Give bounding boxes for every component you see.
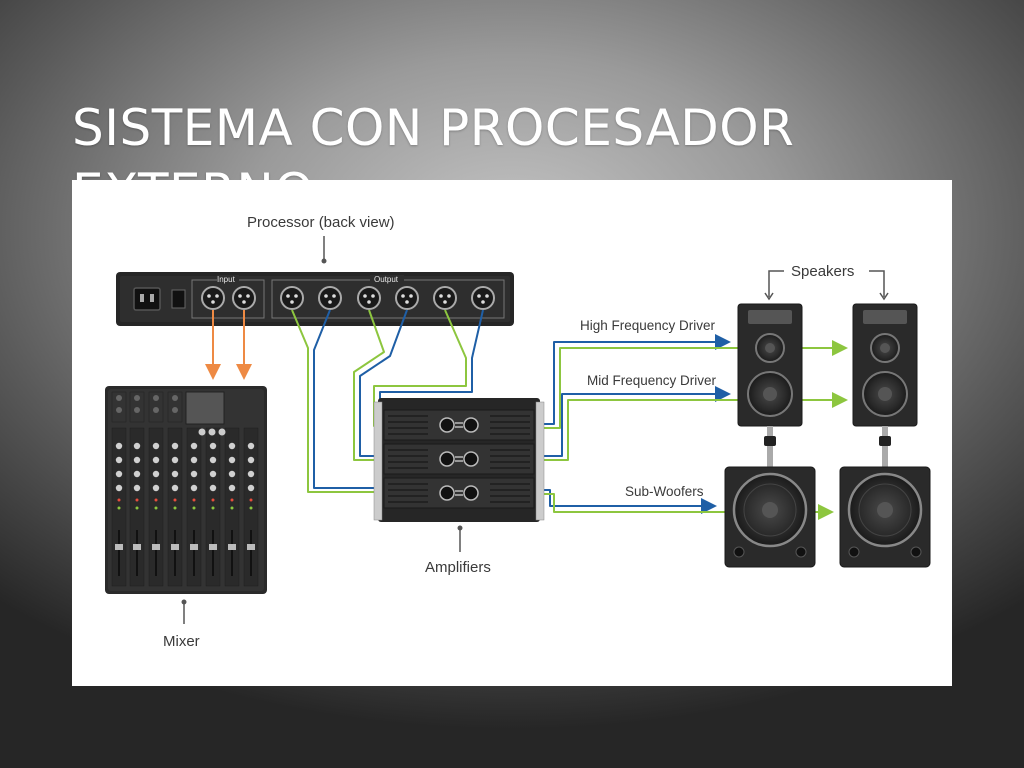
- amp-to-speaker-cables: [540, 334, 848, 520]
- power-inlet-icon: [133, 287, 161, 311]
- subwoofer-left: [724, 466, 816, 568]
- diagram-panel: Processor (back view) Speakers High Freq…: [72, 180, 952, 686]
- mixer-channel-strip: [205, 427, 221, 587]
- mixer-channel-strips: [111, 391, 259, 587]
- input-label: Input: [217, 275, 236, 284]
- tweeter-horn-icon: [748, 310, 792, 324]
- speaker-right: [852, 303, 918, 427]
- mixer-label: Mixer: [163, 633, 200, 650]
- xlr-input-2-icon: [232, 286, 256, 310]
- mixer-knob-icon: [208, 428, 216, 436]
- speaker-poles: [764, 426, 891, 468]
- xlr-output-1-icon: [280, 286, 304, 310]
- mixer-channel-strip: [243, 427, 259, 587]
- amplifier-rack: [373, 398, 545, 522]
- amplifiers-label: Amplifiers: [425, 559, 491, 576]
- processor-unit: Input Output: [116, 272, 514, 326]
- output-label: Output: [374, 275, 399, 284]
- mixer-console: [105, 386, 267, 594]
- processor-label: Processor (back view): [247, 214, 395, 231]
- signal-flow-diagram: Processor (back view) Speakers High Freq…: [105, 214, 931, 650]
- mixer-channel-strip: [129, 391, 145, 587]
- mixer-knob-icon: [218, 428, 226, 436]
- speakers-label-group: Speakers: [764, 263, 889, 301]
- xlr-output-2-icon: [318, 286, 342, 310]
- subwoofer-right: [839, 466, 931, 568]
- xlr-output-6-icon: [471, 286, 495, 310]
- amplifier-1-icon: [383, 409, 535, 441]
- amplifier-2-icon: [383, 443, 535, 475]
- speaker-left: [737, 303, 803, 427]
- power-switch-icon: [171, 289, 186, 309]
- xlr-outputs: [280, 286, 495, 310]
- mixer-channel-strip: [186, 427, 202, 587]
- mid-freq-label: Mid Frequency Driver: [587, 373, 717, 388]
- speakers-label: Speakers: [791, 263, 854, 280]
- xlr-output-3-icon: [357, 286, 381, 310]
- tweeter-horn-icon: [863, 310, 907, 324]
- xlr-output-4-icon: [395, 286, 419, 310]
- mixer-channel-strip: [148, 391, 164, 587]
- mixer-knob-icon: [198, 428, 206, 436]
- xlr-output-5-icon: [433, 286, 457, 310]
- amplifier-3-icon: [383, 477, 535, 509]
- xlr-input-1-icon: [201, 286, 225, 310]
- high-freq-label: High Frequency Driver: [580, 318, 716, 333]
- mixer-screen-icon: [185, 391, 225, 425]
- mixer-channel-strip: [111, 391, 127, 587]
- mixer-channel-strip: [167, 391, 183, 587]
- sub-woofers-label: Sub-Woofers: [625, 484, 704, 499]
- processor-to-amp-cables: [291, 309, 484, 493]
- mixer-channel-strip: [224, 427, 240, 587]
